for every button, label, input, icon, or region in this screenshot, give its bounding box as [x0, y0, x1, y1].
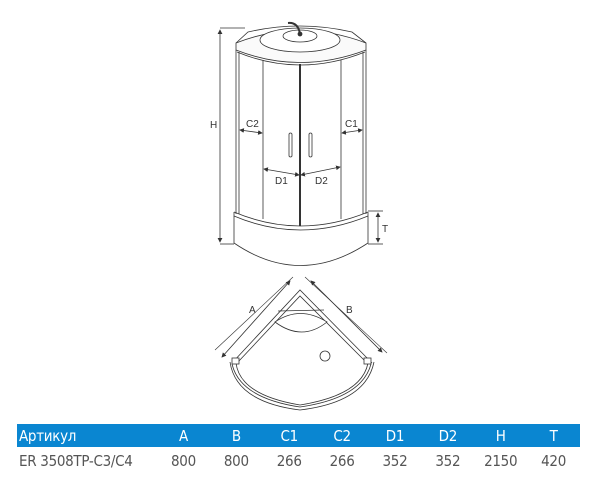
cell-T: 420	[541, 451, 566, 470]
label-T: T	[382, 224, 388, 235]
header-B: B	[209, 424, 263, 447]
cell-D2: 352	[435, 451, 461, 470]
label-H: H	[210, 120, 217, 131]
dimensions-table: Артикул A B C1 C2 D1 D2 H T ER 3508TP-C3…	[17, 424, 580, 474]
shower-cabin-technical-drawing: H T C2 C1 D1 D2 A B	[210, 21, 388, 411]
label-D1: D1	[275, 176, 288, 187]
header-C1: C1	[262, 424, 316, 447]
header-A: A	[157, 424, 210, 447]
cell-article: ER 3508TP-C3/C4	[19, 451, 133, 470]
header-C2: C2	[315, 424, 369, 447]
label-A: A	[249, 305, 256, 316]
header-D1: D1	[368, 424, 422, 447]
cell-H: 2150	[484, 451, 518, 470]
label-C1: C1	[345, 119, 358, 130]
header-D2: D2	[421, 424, 475, 447]
label-B: B	[346, 305, 353, 316]
top-view	[214, 276, 388, 411]
table-header-row: Артикул A B C1 C2 D1 D2 H T	[17, 424, 580, 447]
cell-C1: 266	[276, 451, 302, 470]
cell-B: 800	[223, 451, 249, 470]
cell-A: 800	[171, 451, 196, 470]
header-article: Артикул	[17, 424, 157, 447]
cell-C2: 266	[329, 451, 355, 470]
table-row: ER 3508TP-C3/C4 800 800 266 266 352 352 …	[17, 447, 580, 474]
header-H: H	[474, 424, 528, 447]
label-C2: C2	[246, 119, 259, 130]
label-D2: D2	[315, 176, 328, 187]
header-T: T	[527, 424, 580, 447]
front-view	[217, 21, 383, 266]
cell-D1: 352	[382, 451, 408, 470]
